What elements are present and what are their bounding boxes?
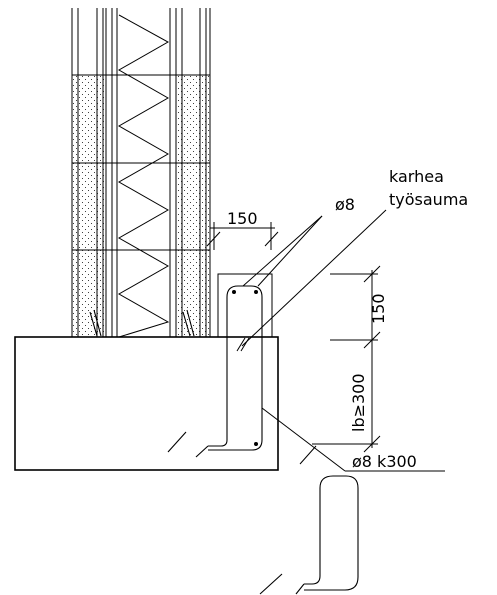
rebar-dot-top-right [254,290,258,294]
wall-layer-lines [71,8,211,337]
rough-joint-callout: karhea työsauma [241,167,468,347]
rough-joint-text-line2: työsauma [389,190,468,209]
outer-concrete-fill [72,75,106,337]
insulation-zigzag [117,14,170,338]
rough-joint-text-line1: karhea [389,167,444,186]
rebar-dot-bottom [254,442,258,446]
bar-spec-text: ø8 k300 [352,452,417,471]
wall-panel [71,8,211,338]
bar-diameter-callout: ø8 [242,195,355,287]
bar-diameter-text: ø8 [335,195,355,214]
upstand-block [217,273,273,338]
footing-rebar [167,285,263,458]
bent-bar-detail [259,475,359,595]
dim-150-horizontal-text: 150 [227,209,258,228]
anchorage-length-text: lb≥300 [349,373,368,432]
bar-spec-callout: ø8 k300 [261,407,445,472]
wall-ties [89,309,195,337]
inner-concrete-fill [176,75,210,337]
dim-150-vertical-text: 150 [369,293,388,324]
dimension-horizontal-150: 150 [206,209,279,250]
rebar-dot-top-left [232,290,236,294]
dimension-vertical: 150 lb≥300 [312,265,388,453]
footing [14,336,279,471]
